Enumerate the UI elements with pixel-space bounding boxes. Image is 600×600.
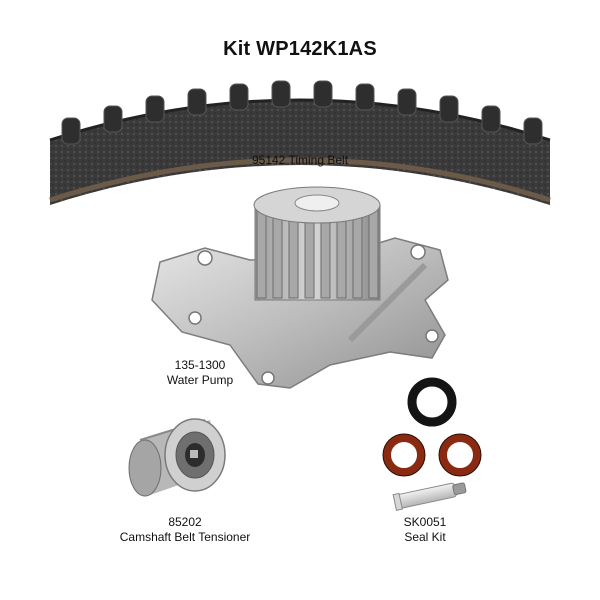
timing-belt-label: 95142 Timing Belt [210, 153, 390, 168]
seal-kit-icon [382, 377, 482, 511]
kit-title: Kit WP142K1AS [223, 38, 377, 60]
timing-belt-part-name: 95142 Timing Belt [251, 153, 349, 167]
seal-kit-part-name: Seal Kit [404, 530, 446, 544]
timing-belt-icon [49, 80, 551, 205]
seal-kit-label: SK0051 Seal Kit [380, 515, 470, 545]
water-pump-icon [151, 186, 449, 389]
water-pump-part-number: 135-1300 [174, 358, 226, 372]
water-pump-part-name: Water Pump [166, 373, 234, 387]
water-pump-label: 135-1300 Water Pump [140, 358, 260, 388]
belt-tensioner-icon [128, 418, 226, 497]
tensioner-label: 85202 Camshaft Belt Tensioner [90, 515, 280, 545]
tensioner-part-name: Camshaft Belt Tensioner [119, 530, 251, 544]
seal-kit-part-number: SK0051 [403, 515, 447, 529]
tensioner-part-number: 85202 [168, 515, 202, 529]
